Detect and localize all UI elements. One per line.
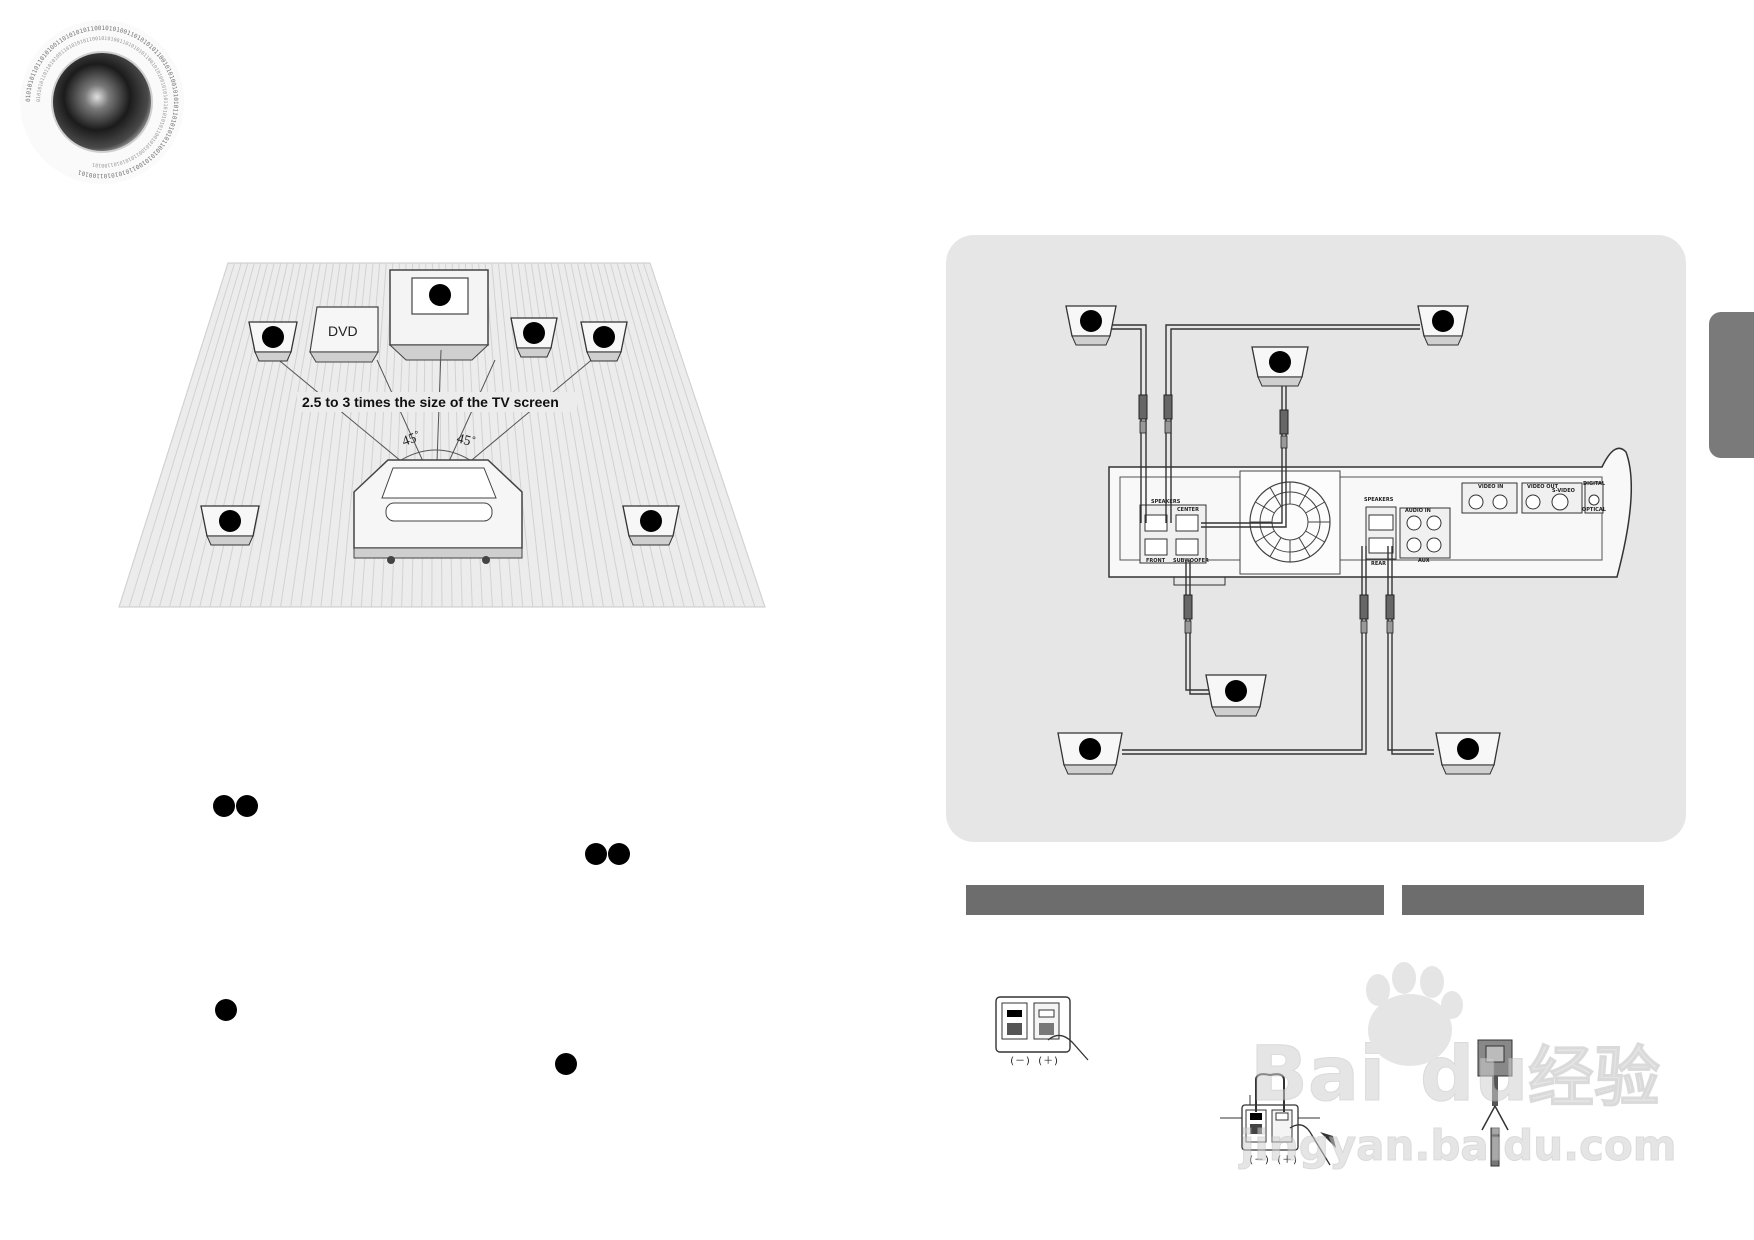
chapter-tab (1709, 312, 1754, 458)
position-marker (1225, 680, 1247, 702)
dvd-label: DVD (328, 323, 358, 339)
marker-single-1 (215, 999, 237, 1021)
receiver-rear-panel: SPEAKERS FRONT CENTER SUBWOOFER SPEAKERS… (1108, 447, 1632, 586)
sofa (353, 459, 523, 564)
watermark-brand: Bai (1250, 1029, 1385, 1118)
speaker-rear-left (200, 505, 260, 546)
logo: 0101010110110101001101010101100101010011… (14, 14, 190, 190)
terminal-label-speakers-right: SPEAKERS (1364, 497, 1394, 503)
speaker-front-right-inner (510, 317, 558, 358)
marker-pair-1 (213, 795, 258, 817)
wire-plug (1279, 409, 1289, 435)
polarity-label-2: (－) (＋) (1248, 1155, 1298, 1166)
wire-plug (1138, 394, 1148, 420)
speaker-front-right (580, 321, 628, 362)
speaker-subwoofer (1205, 674, 1267, 717)
speaker-cone-logo-icon: 0101010110110101001101010101100101010011… (20, 20, 184, 184)
wire-plug (1359, 594, 1369, 620)
angle-right-label: 45˚ (455, 431, 477, 450)
tv-set (388, 269, 490, 361)
paw-icon (1366, 962, 1463, 1066)
marker-dot (585, 843, 607, 865)
position-marker (1079, 738, 1101, 760)
speaker-rear-right (622, 505, 680, 546)
terminal-label-audio-in: AUDIO IN (1405, 508, 1431, 514)
position-marker (593, 326, 615, 348)
speaker-wiring-diagram: SPEAKERS FRONT CENTER SUBWOOFER SPEAKERS… (1057, 305, 1632, 775)
wire-plug-tip (1139, 420, 1147, 434)
position-marker (262, 326, 284, 348)
distance-caption: 2.5 to 3 times the size of the TV screen (302, 394, 559, 410)
watermark: Bai du 经验 jingyan.baidu.com (1238, 962, 1677, 1171)
terminal-label-center: CENTER (1177, 507, 1199, 513)
arrow-icon (1320, 1132, 1336, 1148)
marker-dot (236, 795, 258, 817)
position-marker (1080, 310, 1102, 332)
section-bar-right (1402, 885, 1644, 915)
polarity-label-1: (－) (＋) (1009, 1056, 1059, 1067)
finger-icon (1047, 1034, 1089, 1061)
angle-left-label: 45˚ (400, 429, 423, 449)
watermark-brand2: du (1420, 1029, 1529, 1118)
position-marker (1432, 310, 1454, 332)
speaker-rear-left (1057, 732, 1123, 775)
terminal-label-front: FRONT (1146, 558, 1166, 564)
position-marker (429, 284, 451, 306)
wire-plug-tip (1360, 620, 1368, 634)
wire-plug-tip (1280, 435, 1288, 449)
speaker-front-right (1417, 305, 1469, 346)
dvd-player: DVD (309, 306, 379, 363)
finger-icon (1289, 1124, 1331, 1166)
position-marker (523, 322, 545, 344)
marker-dot (555, 1053, 577, 1075)
speaker-placement-diagram: DVD 2.5 to 3 times the size of the TV sc… (118, 262, 766, 608)
terminal-label-digital: DIGITAL (1583, 481, 1606, 487)
speaker-front-left (248, 321, 298, 362)
marker-pair-2 (585, 843, 630, 865)
position-marker (1457, 738, 1479, 760)
plug-illustration (1477, 1039, 1513, 1167)
position-marker (219, 510, 241, 532)
wire-insert-illustration: (－) (＋) (1220, 1073, 1336, 1166)
speaker-center (1251, 346, 1309, 387)
marker-dot (213, 795, 235, 817)
terminal-label-video-in: VIDEO IN (1478, 484, 1503, 490)
marker-single-2 (555, 1053, 577, 1075)
marker-dot (608, 843, 630, 865)
wire-plug (1183, 594, 1193, 620)
wire-plug (1385, 594, 1395, 620)
wire-plug-tip (1386, 620, 1394, 634)
speaker-front-left (1065, 305, 1117, 346)
wire-plug-tip (1164, 420, 1172, 434)
terminal-label-video-out: VIDEO OUT (1527, 484, 1559, 490)
terminal-label-subwoofer: SUBWOOFER (1173, 558, 1209, 564)
terminal-label-rear: REAR (1371, 561, 1386, 567)
watermark-cn: 经验 (1528, 1039, 1660, 1116)
position-marker (640, 510, 662, 532)
terminal-label-s-video: S-VIDEO (1552, 488, 1575, 494)
terminal-press-illustration: (－) (＋) (995, 996, 1089, 1067)
wire-plug (1163, 394, 1173, 420)
watermark-url: jingyan.baidu.com (1238, 1121, 1677, 1170)
terminal-label-aux: AUX (1418, 558, 1430, 564)
wire-plug-tip (1184, 620, 1192, 634)
section-bar-left (966, 885, 1384, 915)
marker-dot (215, 999, 237, 1021)
speaker-rear-right (1435, 732, 1501, 775)
terminal-label-optical: OPTICAL (1582, 507, 1607, 513)
position-marker (1269, 351, 1291, 373)
